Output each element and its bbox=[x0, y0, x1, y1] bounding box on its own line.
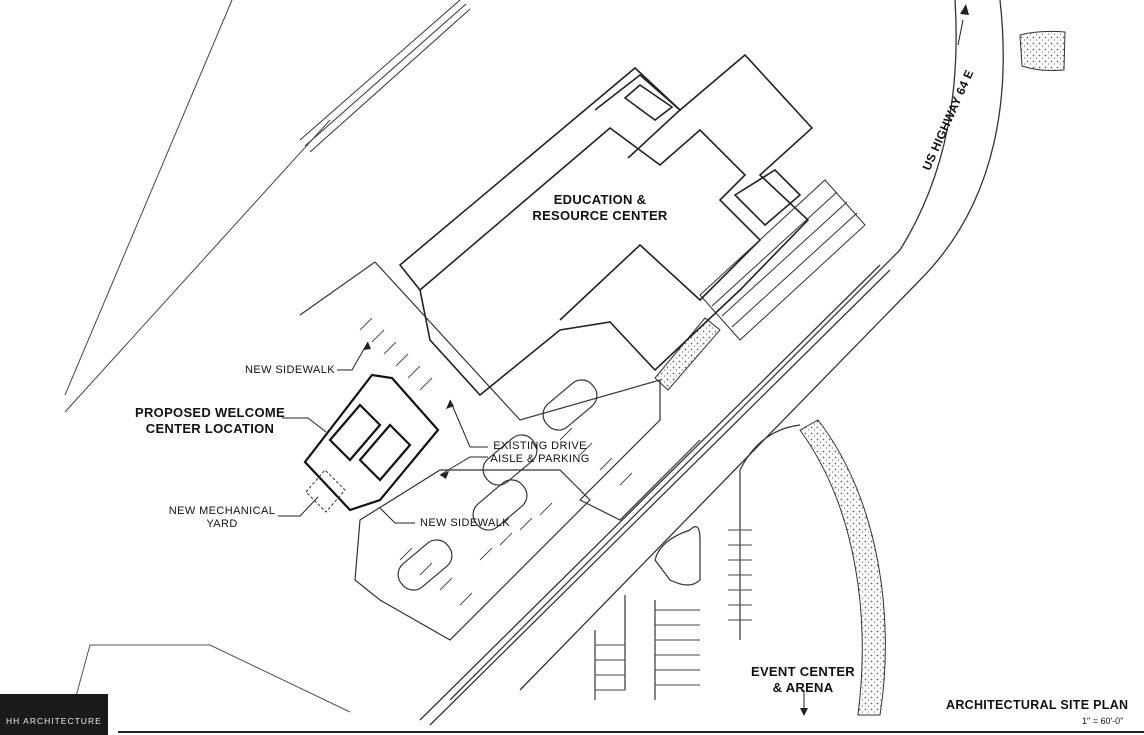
firm-logo-text: HH ARCHITECTURE bbox=[6, 716, 102, 726]
parking-lot-east bbox=[594, 424, 801, 700]
welcome-center-label-line1: PROPOSED WELCOME bbox=[135, 405, 285, 420]
event-center-label-line2: & ARENA bbox=[772, 680, 834, 695]
event-center-label-line1: EVENT CENTER bbox=[750, 664, 855, 679]
parking-lot-west bbox=[299, 261, 701, 641]
proposed-welcome-center bbox=[303, 373, 440, 512]
sheet-scale: 1" = 60'-0" bbox=[1082, 716, 1124, 726]
title-block-rule bbox=[118, 731, 1144, 733]
parking-stalls-west bbox=[359, 317, 633, 606]
new-sidewalk-top-label: NEW SIDEWALK bbox=[245, 364, 335, 376]
leader-lines bbox=[278, 19, 964, 712]
sheet-title: ARCHITECTURAL SITE PLAN bbox=[946, 698, 1129, 712]
existing-drive-label-line1: EXISTING DRIVE bbox=[493, 440, 587, 452]
new-sidewalk-bottom-label: NEW SIDEWALK bbox=[420, 517, 510, 529]
railroad-tracks bbox=[299, 0, 471, 153]
highway-road bbox=[419, 0, 1004, 726]
education-center-label-line1: EDUCATION & bbox=[553, 192, 647, 207]
existing-drive-label-line2: AISLE & PARKING bbox=[490, 453, 590, 465]
mechanical-yard bbox=[305, 469, 346, 513]
event-center-label: EVENT CENTER & ARENA bbox=[748, 664, 858, 696]
gravel-walk-diagonal bbox=[654, 317, 721, 391]
firm-logo: HH ARCHITECTURE bbox=[0, 694, 108, 735]
welcome-center-label-line2: CENTER LOCATION bbox=[145, 421, 275, 436]
property-line bbox=[64, 0, 331, 413]
existing-drive-label: EXISTING DRIVE AISLE & PARKING bbox=[490, 440, 590, 466]
gravel-walk-curved bbox=[799, 419, 886, 716]
mechanical-yard-label-line2: YARD bbox=[206, 518, 238, 530]
lower-property-line bbox=[74, 644, 351, 713]
education-center-label: EDUCATION & RESOURCE CENTER bbox=[530, 192, 670, 224]
parking-stalls-east bbox=[595, 529, 752, 691]
mechanical-yard-label: NEW MECHANICAL YARD bbox=[168, 505, 276, 531]
welcome-center-label: PROPOSED WELCOME CENTER LOCATION bbox=[130, 405, 290, 437]
gravel-entry-top bbox=[1019, 30, 1066, 71]
education-center-building bbox=[398, 53, 814, 397]
pavilion-structure bbox=[699, 179, 866, 341]
arrow-heads bbox=[363, 4, 969, 716]
mechanical-yard-label-line1: NEW MECHANICAL bbox=[168, 505, 276, 517]
education-center-label-line2: RESOURCE CENTER bbox=[532, 208, 668, 223]
